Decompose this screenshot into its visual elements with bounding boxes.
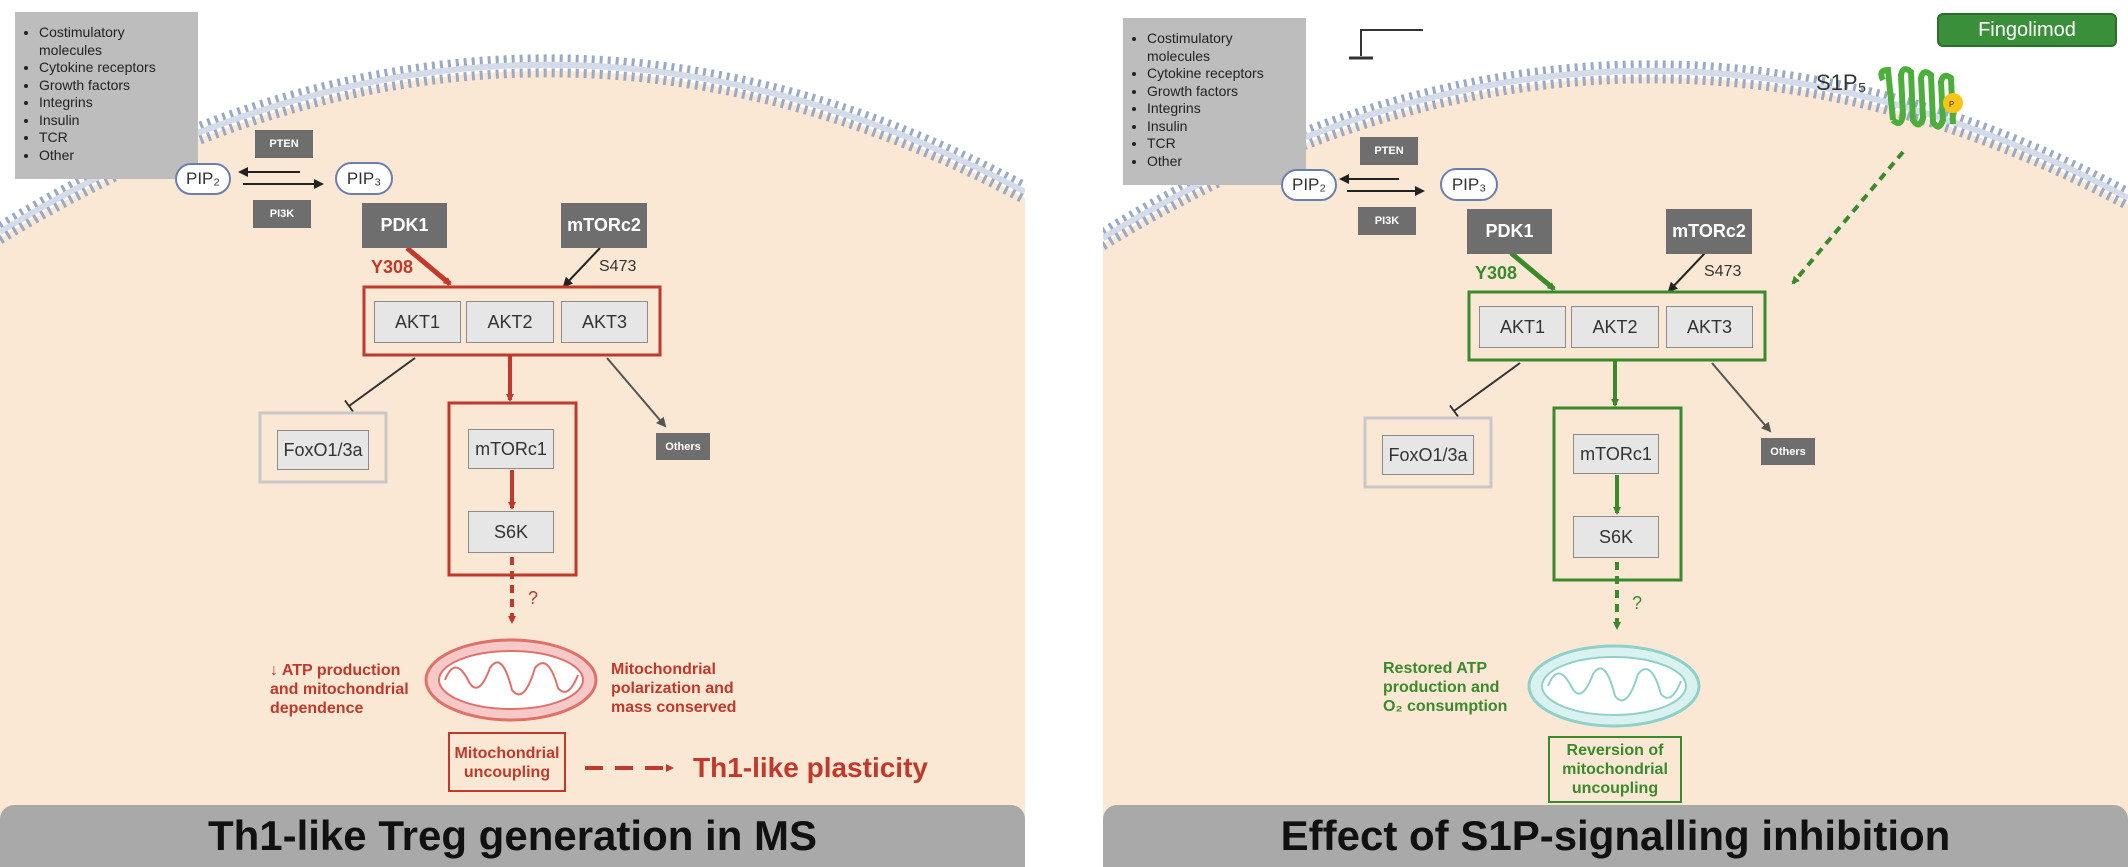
- s473-label: S473: [1704, 263, 1742, 280]
- others-box: Others: [656, 433, 710, 460]
- akt2-box: AKT2: [1571, 306, 1659, 348]
- akt2-box: AKT2: [466, 301, 554, 343]
- question-mark: ?: [528, 588, 539, 608]
- s1p5-label: S1P₅: [1816, 70, 1867, 95]
- receptor-list-item: Costimulatory molecules: [1147, 30, 1298, 65]
- mitochondrion-icon: [1527, 644, 1701, 728]
- right-panel: P Costimulatory molecules Cytokine recep…: [1103, 0, 2128, 867]
- s1p5-receptor-icon: P: [1878, 66, 1963, 130]
- mtorc2-box: mTORc2: [1666, 209, 1752, 254]
- plasticity-text: Th1-like plasticity: [693, 752, 928, 783]
- receptor-list-item: Other: [1147, 153, 1298, 171]
- uncoupling-text: Mitochondrial uncoupling: [454, 745, 560, 781]
- akt3-box: AKT3: [1666, 306, 1753, 348]
- atp-text: ↓ ATP production and mitochondrial depen…: [270, 662, 409, 717]
- receptor-list-item: Insulin: [39, 112, 190, 130]
- y308-label: Y308: [1475, 263, 1518, 283]
- receptor-list-item: Insulin: [1147, 118, 1298, 136]
- receptor-list-item: Growth factors: [1147, 83, 1298, 101]
- others-box: Others: [1761, 438, 1815, 465]
- receptor-list-item: Growth factors: [39, 77, 190, 95]
- s6k-box: S6K: [1573, 516, 1659, 558]
- reversion-text: Reversion of mitochondrial uncoupling: [1562, 742, 1668, 797]
- receptor-list-item: TCR: [39, 129, 190, 147]
- mtorc1-box: mTORc1: [1573, 434, 1659, 474]
- receptor-list-item: Costimulatory molecules: [39, 24, 190, 59]
- s473-label: S473: [599, 258, 637, 275]
- mitochondrion-icon: [424, 638, 598, 722]
- panel-title: Effect of S1P-signalling inhibition: [1103, 805, 2128, 867]
- receptor-list-item: TCR: [1147, 135, 1298, 153]
- receptor-list-item: Cytokine receptors: [1147, 65, 1298, 83]
- pip3-node: PIP₃: [1440, 168, 1498, 201]
- question-mark: ?: [1632, 593, 1643, 613]
- panel-title: Th1-like Treg generation in MS: [0, 805, 1025, 867]
- pdk1-box: PDK1: [1467, 209, 1552, 254]
- receptor-list: Costimulatory molecules Cytokine recepto…: [1123, 18, 1306, 185]
- foxo-box: FoxO1/3a: [1382, 435, 1474, 475]
- pten-box: PTEN: [1360, 137, 1418, 165]
- receptor-list-item: Integrins: [39, 94, 190, 112]
- mito-polarization-text: Mitochondrial polarization and mass cons…: [611, 661, 737, 716]
- akt1-box: AKT1: [1479, 306, 1566, 348]
- fingolimod-box: Fingolimod: [1937, 13, 2117, 47]
- akt1-box: AKT1: [374, 301, 461, 343]
- mtorc2-box: mTORc2: [561, 203, 647, 248]
- pip2-node: PIP₂: [1281, 169, 1337, 201]
- pip2-node: PIP₂: [175, 163, 231, 195]
- receptor-list: Costimulatory molecules Cytokine recepto…: [15, 12, 198, 179]
- pdk1-box: PDK1: [362, 203, 447, 248]
- restored-atp-text: Restored ATP production and O₂ consumpti…: [1383, 660, 1508, 715]
- pi3k-box: PI3K: [253, 200, 311, 228]
- akt3-box: AKT3: [561, 301, 648, 343]
- receptor-list-item: Integrins: [1147, 100, 1298, 118]
- pi3k-box: PI3K: [1358, 207, 1416, 235]
- mtorc1-box: mTORc1: [468, 429, 554, 469]
- s6k-box: S6K: [468, 511, 554, 553]
- receptor-list-item: Cytokine receptors: [39, 59, 190, 77]
- svg-text:P: P: [1949, 100, 1954, 109]
- left-panel: Costimulatory molecules Cytokine recepto…: [0, 0, 1025, 867]
- foxo-box: FoxO1/3a: [277, 430, 369, 470]
- pten-box: PTEN: [255, 130, 313, 158]
- pip3-node: PIP₃: [335, 162, 393, 195]
- y308-label: Y308: [371, 257, 414, 277]
- receptor-list-item: Other: [39, 147, 190, 165]
